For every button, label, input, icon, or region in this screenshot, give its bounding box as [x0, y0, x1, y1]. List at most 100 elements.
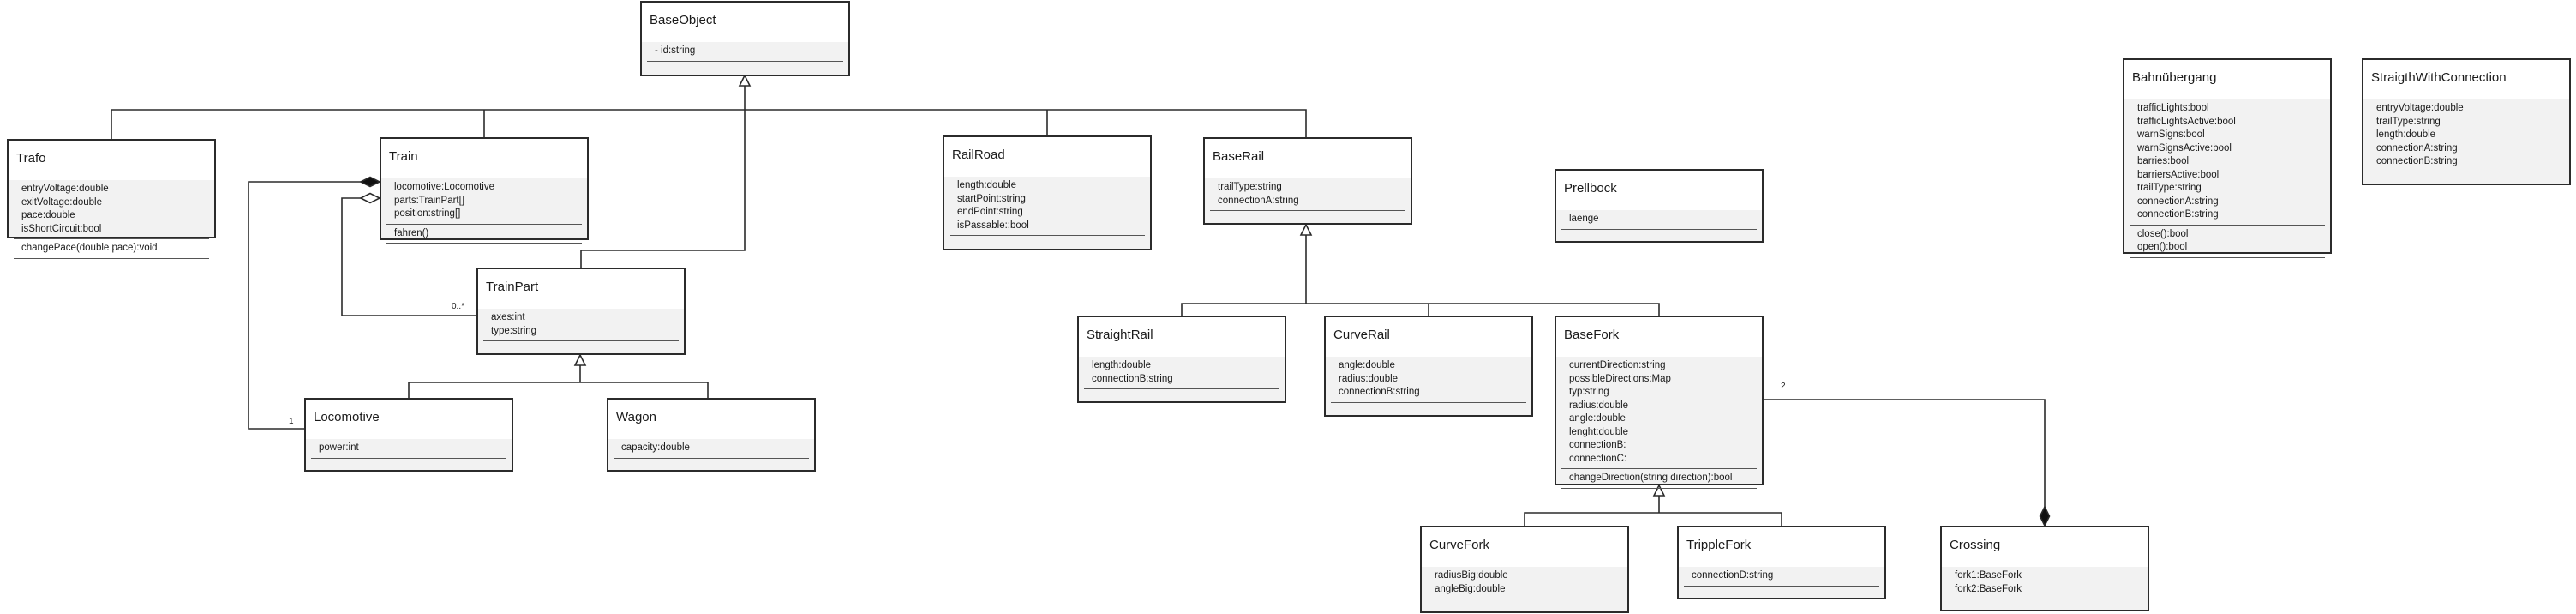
multiplicity-crossing-two: 2 [1781, 382, 1786, 391]
class-name: BaseObject [642, 3, 848, 42]
method: close():bool [2137, 228, 2189, 239]
attribute: warnSigns:bool [2137, 129, 2205, 140]
attribute: laenge [1569, 214, 1599, 224]
compartment-divider [614, 457, 809, 459]
compartment-divider [1331, 401, 1526, 403]
compartment-divider [647, 60, 843, 62]
attribute: parts:TrainPart[] [394, 195, 465, 206]
attribute: radiusBig:double [1435, 570, 1508, 581]
attribute: power:int [319, 442, 359, 453]
compartment-divider [1561, 468, 1757, 469]
class-name: Train [381, 139, 587, 178]
composition-line-crossing [1764, 399, 2046, 515]
inheritance-bus-baserail [1181, 303, 1660, 316]
method: open():bool [2137, 242, 2188, 252]
attribute: typ:string [1569, 387, 1609, 397]
method-list: changePace(double pace):void [9, 239, 214, 256]
compartment-divider [2130, 224, 2325, 226]
class-body: capacity:double [608, 439, 814, 470]
attribute: lenght:double [1569, 426, 1629, 437]
method-list: changeDirection(string direction):bool [1556, 469, 1762, 485]
class-body: length:double connectionB:string [1079, 357, 1285, 401]
attribute: axes:int [491, 312, 525, 322]
attribute: fork2:BaseFork [1955, 583, 2022, 594]
attribute: connectionB:string [1092, 373, 1173, 384]
attribute: warnSignsActive:bool [2137, 142, 2232, 154]
compartment-divider [311, 457, 506, 459]
attribute: connectionA:string [1218, 195, 1299, 206]
class-prellbock: Prellbock laenge [1555, 169, 1764, 243]
attribute: isPassable::bool [957, 220, 1029, 231]
generalization-arrow-trainpart [573, 353, 587, 366]
class-name: RailRoad [944, 137, 1150, 177]
attribute: length:double [1092, 360, 1152, 370]
attribute: length:double [957, 180, 1017, 190]
compartment-divider [1084, 388, 1279, 389]
method: changePace(double pace):void [21, 243, 158, 253]
attribute: type:string [491, 325, 537, 336]
class-curve-fork: CurveFork radiusBig:double angleBig:double [1420, 526, 1629, 613]
attribute: exitVoltage:double [21, 196, 102, 208]
class-body: laenge [1556, 210, 1762, 241]
aggregation-diamond-train [359, 192, 381, 204]
compartment-divider [386, 243, 582, 244]
method-list: close():bool open():bool [2124, 226, 2330, 255]
method: fahren() [394, 227, 429, 238]
class-name: Prellbock [1556, 171, 1762, 210]
attribute: position:string[] [394, 208, 461, 219]
attribute: connectionD:string [1692, 570, 1774, 581]
attribute-list: length:double connectionB:string [1079, 357, 1285, 386]
class-name: CurveFork [1422, 527, 1627, 567]
attribute: radius:double [1569, 400, 1629, 411]
attribute: angleBig:double [1435, 583, 1506, 594]
class-body: - id:string [642, 42, 848, 75]
class-body: axes:int type:string [478, 309, 684, 353]
attribute: connectionB:string [2376, 156, 2458, 166]
class-name: CurveRail [1326, 317, 1531, 357]
attribute: angle:double [1339, 360, 1395, 370]
attribute-list: axes:int type:string [478, 309, 684, 338]
attribute: connectionB: [1569, 440, 1626, 450]
class-body: radiusBig:double angleBig:double [1422, 567, 1627, 611]
class-name: Crossing [1942, 527, 2148, 567]
attribute-list: radiusBig:double angleBig:double [1422, 567, 1627, 596]
inheritance-bus-basefork [1524, 512, 1782, 526]
class-name: StraigthWithConnection [2363, 60, 2569, 99]
attribute: barriersActive:bool [2137, 169, 2220, 180]
compartment-divider [1210, 210, 1405, 211]
attribute: entryVoltage:double [2376, 103, 2464, 113]
multiplicity-trainpart-many: 0..* [452, 302, 465, 311]
attribute: angle:double [1569, 413, 1626, 424]
class-base-object: BaseObject- id:string [640, 1, 850, 76]
class-name: Wagon [608, 400, 814, 439]
compartment-divider [2130, 256, 2325, 258]
compartment-divider [1684, 585, 1879, 587]
attribute: connectionA:string [2137, 196, 2219, 207]
attribute-list: - id:string [642, 42, 848, 58]
class-name: Trafo [9, 141, 214, 180]
attribute: possibleDirections:Map [1569, 373, 1671, 384]
compartment-divider [14, 238, 209, 239]
